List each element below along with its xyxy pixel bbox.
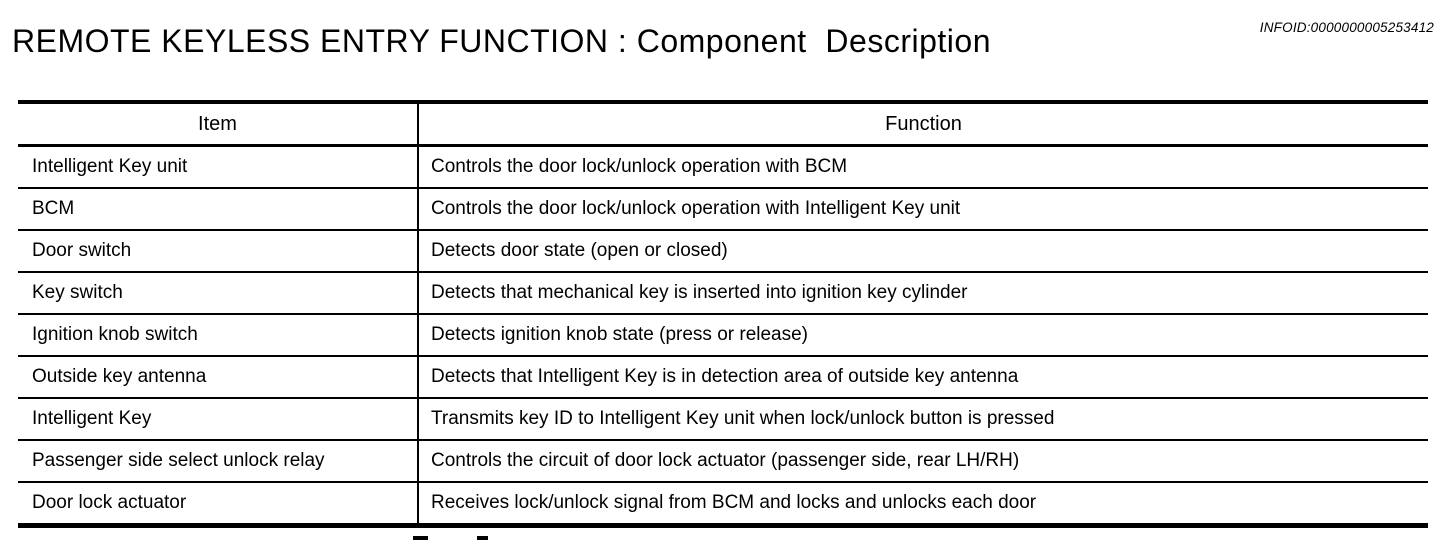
table-row: Outside key antenna Detects that Intelli…	[18, 356, 1428, 399]
table-row: Passenger side select unlock relay Contr…	[18, 440, 1428, 483]
function-cell: Controls the door lock/unlock operation …	[418, 188, 1428, 231]
item-cell: Passenger side select unlock relay	[18, 440, 419, 483]
item-cell: Intelligent Key unit	[18, 145, 419, 189]
column-header-item: Item	[18, 102, 419, 147]
table-row: Key switch Detects that mechanical key i…	[18, 272, 1428, 315]
item-cell: Door switch	[18, 230, 419, 273]
function-cell: Controls the door lock/unlock operation …	[418, 145, 1428, 189]
table-row: Intelligent Key unit Controls the door l…	[18, 145, 1428, 189]
infoid-reference: INFOID:0000000005253412	[1259, 20, 1434, 35]
function-cell: Transmits key ID to Intelligent Key unit…	[418, 398, 1428, 441]
item-cell: Intelligent Key	[18, 398, 419, 441]
item-cell: Ignition knob switch	[18, 314, 419, 357]
function-cell: Detects ignition knob state (press or re…	[418, 314, 1428, 357]
item-cell: BCM	[18, 188, 419, 231]
item-cell: Door lock actuator	[18, 482, 419, 526]
table-row: Door switch Detects door state (open or …	[18, 230, 1428, 273]
table-row: Intelligent Key Transmits key ID to Inte…	[18, 398, 1428, 441]
page-title: REMOTE KEYLESS ENTRY FUNCTION : Componen…	[12, 23, 991, 60]
column-header-function: Function	[418, 102, 1428, 147]
function-cell: Detects that mechanical key is inserted …	[418, 272, 1428, 315]
table-row: Ignition knob switch Detects ignition kn…	[18, 314, 1428, 357]
table-header-row: Item Function	[18, 102, 1428, 147]
function-cell: Detects door state (open or closed)	[418, 230, 1428, 273]
item-cell: Outside key antenna	[18, 356, 419, 399]
item-cell: Key switch	[18, 272, 419, 315]
cutoff-text-fragment	[413, 536, 428, 540]
component-description-table: Item Function Intelligent Key unit Contr…	[18, 100, 1428, 528]
table-row: BCM Controls the door lock/unlock operat…	[18, 188, 1428, 231]
function-cell: Receives lock/unlock signal from BCM and…	[431, 492, 1037, 513]
function-cell: Detects that Intelligent Key is in detec…	[418, 356, 1428, 399]
function-cell: Controls the circuit of door lock actuat…	[418, 440, 1428, 483]
cutoff-text-fragment	[477, 536, 488, 540]
table-row: Door lock actuator Receives lock/unlock …	[18, 482, 1428, 526]
